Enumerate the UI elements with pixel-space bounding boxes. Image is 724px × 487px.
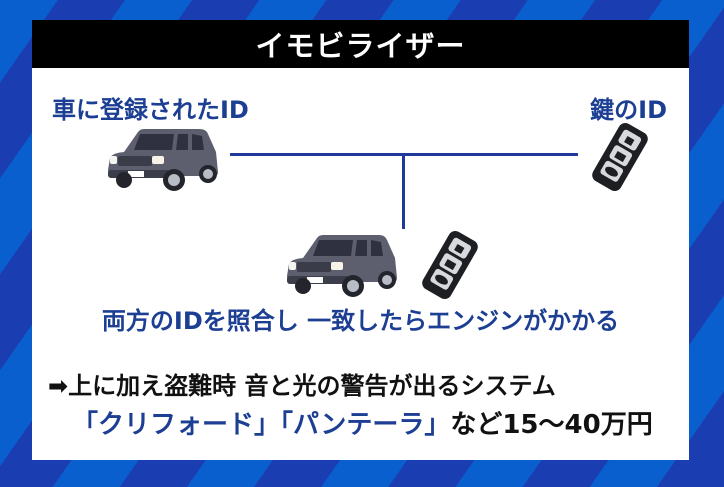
alarm-note-text: 上に加え盗難時 音と光の警告が出るシステム	[68, 372, 556, 400]
car-icon	[287, 235, 397, 297]
price-range: など15～40万円	[450, 410, 653, 440]
product-name-pantera: 「パンテーラ」	[280, 410, 451, 440]
panel-title: イモビライザー	[255, 29, 466, 63]
match-description: 両方のIDを照合し 一致したらエンジンがかかる	[101, 307, 620, 335]
panel-header: イモビライザー	[32, 20, 689, 68]
info-panel: イモビライザー 車に登録されたID 鍵のID	[32, 20, 689, 460]
key-id-label: 鍵のID	[590, 96, 667, 124]
car-id-label: 車に登録されたID	[52, 96, 249, 124]
car-icon	[108, 129, 218, 191]
alarm-note: ➡上に加え盗難時 音と光の警告が出るシステム	[48, 366, 556, 401]
connector-vertical	[402, 153, 405, 229]
price-note: 「クリフォード」「パンテーラ」など15～40万円	[72, 404, 653, 441]
product-name-clifford: 「クリフォード」	[72, 410, 281, 440]
key-fob-icon	[592, 122, 648, 192]
arrow-right-icon: ➡	[48, 372, 69, 400]
key-fob-icon	[422, 230, 478, 300]
